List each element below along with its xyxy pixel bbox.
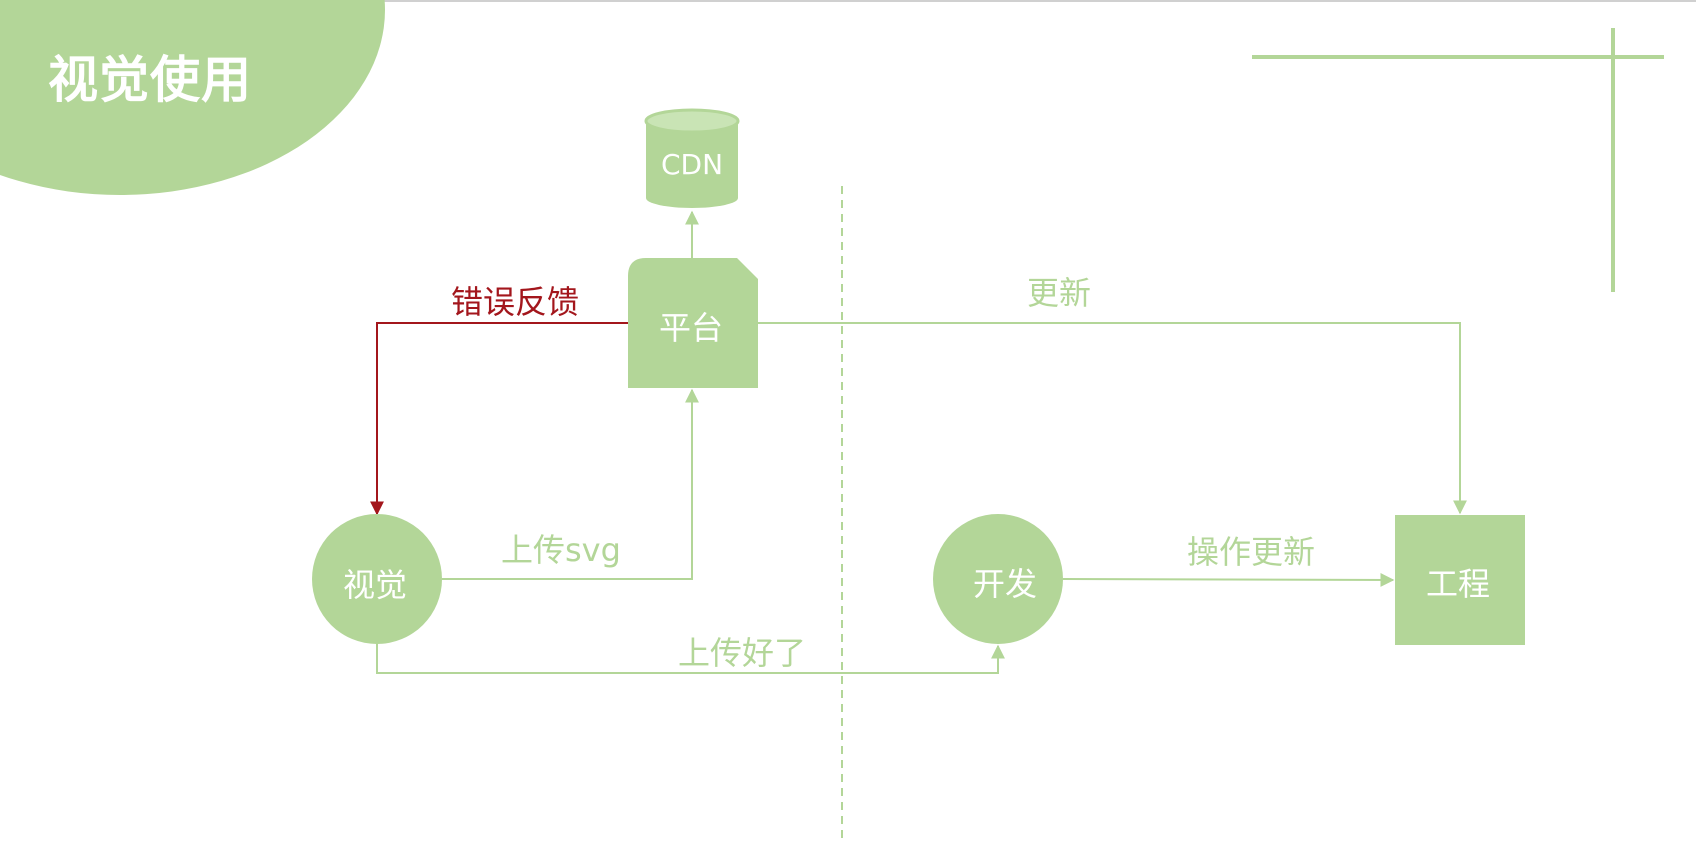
edge-label-op-update: 操作更新 (1187, 533, 1316, 571)
edge-upload-svg (442, 388, 699, 580)
project-label: 工程 (1426, 565, 1491, 603)
cdn-label: CDN (661, 148, 724, 181)
visual-node (312, 514, 442, 644)
dev-node (933, 514, 1063, 644)
project-node (1395, 515, 1525, 645)
dev-label: 开发 (973, 565, 1038, 603)
platform-label: 平台 (659, 309, 724, 347)
cdn-node (644, 108, 740, 208)
edge-label-upload-done: 上传好了 (678, 634, 807, 672)
edge-label-error-feedback: 错误反馈 (451, 283, 580, 321)
edge-op-update (1062, 572, 1395, 587)
page-title: 视觉使用 (48, 51, 252, 109)
title-blob (0, 0, 385, 195)
visual-label: 视觉 (343, 566, 408, 604)
edge-error-feedback (370, 322, 628, 516)
edge-update (758, 322, 1467, 515)
edge-label-upload-svg: 上传svg (501, 531, 621, 569)
edge-upload-done (376, 644, 1005, 674)
platform-node (628, 258, 758, 388)
edge-label-update: 更新 (1027, 274, 1092, 312)
